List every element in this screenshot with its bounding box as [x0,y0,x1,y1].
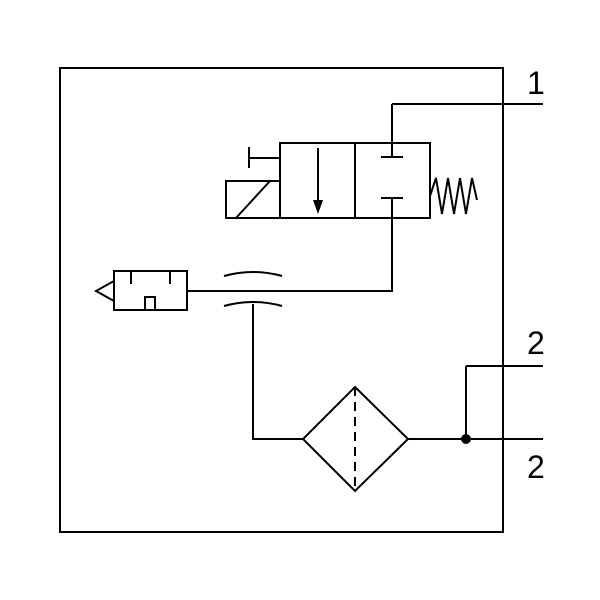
valve-outlet-line [187,218,393,292]
silencer [93,270,188,311]
throttle-to-filter-line [252,304,303,440]
throttle-arc-top [223,271,283,277]
spring-return-icon [429,177,478,215]
throttle [223,271,283,307]
port-2-upper-label: 2 [527,325,545,361]
solenoid-coil-slash [235,180,271,219]
silencer-body [113,270,188,311]
solenoid-valve [225,104,478,219]
enclosure-boundary [59,67,504,533]
solenoid-coil [225,180,281,219]
silencer-tip [93,280,115,302]
filter [301,385,410,493]
port-2-lower-label: 2 [527,449,545,485]
valve-flow-arrow-head [313,200,323,214]
silencer-mark-2 [144,296,156,310]
junction-dot [461,434,471,444]
filter-body [301,385,410,493]
port-1-label: 1 [527,65,545,101]
throttle-arc-bottom [223,301,283,307]
